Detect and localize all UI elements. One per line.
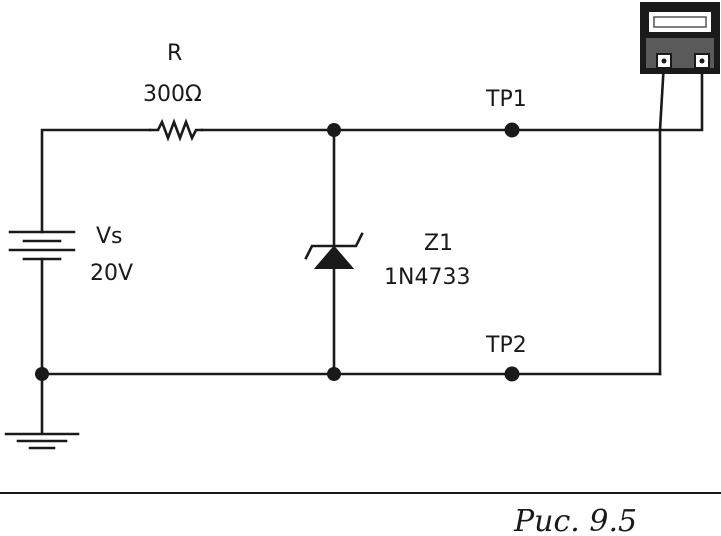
- voltage-source-vs: [8, 230, 76, 376]
- tp1-label: TP1: [485, 87, 527, 112]
- zener-name-label: Z1: [424, 231, 453, 256]
- junction-ground: [35, 367, 49, 381]
- voltmeter-icon: [640, 2, 720, 74]
- resistor-r: [148, 118, 204, 142]
- resistor-name-label: R: [167, 41, 182, 66]
- resistor-value-label: 300Ω: [143, 82, 202, 107]
- junction-top: [327, 123, 341, 137]
- source-value-label: 20V: [90, 261, 133, 286]
- test-point-tp1-dot: [504, 122, 520, 138]
- ground-symbol: [4, 372, 80, 450]
- test-point-tp2-dot: [504, 366, 520, 382]
- top-wire: [40, 128, 662, 234]
- junction-dots: [35, 122, 520, 382]
- tp2-label: TP2: [485, 333, 527, 358]
- source-name-label: Vs: [96, 224, 123, 249]
- junction-bottom: [327, 367, 341, 381]
- zener-diode-z1: [304, 128, 364, 376]
- meter-leads: [658, 60, 704, 376]
- figure-caption: Рис. 9.5: [513, 504, 637, 536]
- zener-part-label: 1N4733: [384, 265, 470, 290]
